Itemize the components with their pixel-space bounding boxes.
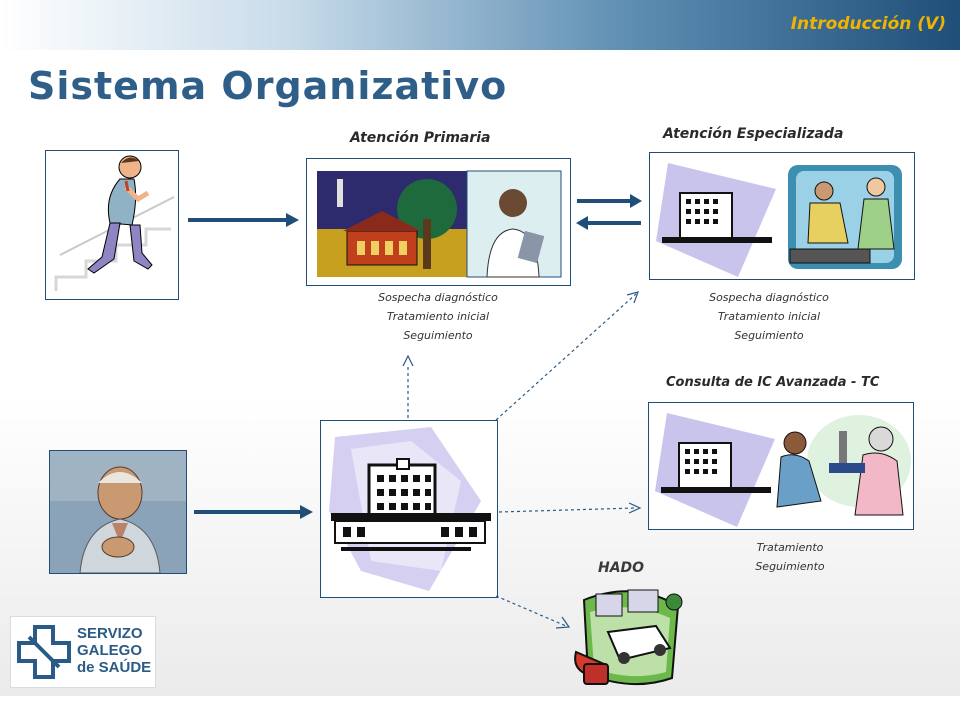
arrow-specialized-to-primary	[576, 216, 641, 230]
dashed-arrow-to-specialized	[495, 291, 639, 421]
logo-text: SERVIZO GALEGO de SAÚDE	[77, 625, 151, 676]
primary-note-1: Sospecha diagnóstico	[378, 291, 498, 304]
hospital-and-blood-pressure-icon	[655, 413, 911, 527]
arrow-to-hospital	[194, 505, 313, 519]
logo-line-2: GALEGO	[77, 642, 143, 659]
specialized-care-box	[649, 152, 915, 280]
elderly-patient-image	[49, 450, 187, 574]
logo-line-3: de SAÚDE	[77, 659, 152, 676]
dashed-arrow-to-primary	[402, 354, 414, 418]
hospital-and-stress-test-icon	[656, 163, 902, 277]
specialized-note-3: Seguimiento	[734, 329, 804, 342]
advanced-note-1: Tratamiento	[756, 541, 824, 554]
specialized-care-heading: Atención Especializada	[663, 126, 844, 142]
home-hospitalization-icon	[574, 589, 683, 686]
section-label: Introducción (V)	[790, 14, 946, 34]
health-center-painting-icon	[317, 170, 562, 278]
elderly-man-portrait-icon	[50, 451, 186, 573]
specialized-note-2: Tratamiento inicial	[717, 310, 821, 323]
advanced-consult-heading: Consulta de IC Avanzada - TC	[666, 375, 880, 390]
patient-stairs-image	[45, 150, 179, 300]
advanced-consult-box	[648, 402, 914, 530]
servizo-galego-de-saude-logo: SERVIZO GALEGO de SAÚDE	[10, 616, 156, 688]
specialized-care-notes: Sospecha diagnóstico Tratamiento inicial…	[669, 288, 869, 345]
primary-note-2: Tratamiento inicial	[386, 310, 490, 323]
specialized-note-1: Sospecha diagnóstico	[709, 291, 829, 304]
slide-title: Sistema Organizativo	[28, 64, 508, 108]
primary-care-box	[306, 158, 571, 286]
dashed-arrow-to-advanced	[498, 502, 642, 514]
hado-image	[570, 582, 690, 692]
primary-note-3: Seguimiento	[403, 329, 473, 342]
hospital-box	[320, 420, 498, 598]
advanced-consult-notes: Tratamiento Seguimiento	[690, 538, 890, 576]
hado-heading: HADO	[598, 560, 645, 576]
man-climbing-stairs-icon	[46, 151, 178, 299]
sergas-cross-icon	[17, 625, 71, 679]
footer-strip	[0, 696, 960, 720]
header-bar	[0, 0, 960, 50]
logo-line-1: SERVIZO	[77, 625, 143, 642]
primary-care-notes: Sospecha diagnóstico Tratamiento inicial…	[338, 288, 538, 345]
advanced-note-2: Seguimiento	[755, 560, 825, 573]
hospital-building-icon	[329, 427, 491, 591]
arrow-primary-to-specialized	[577, 194, 642, 208]
primary-care-heading: Atención Primaria	[350, 130, 491, 146]
arrow-to-primary	[188, 213, 299, 227]
dashed-arrow-to-hado	[495, 595, 571, 629]
